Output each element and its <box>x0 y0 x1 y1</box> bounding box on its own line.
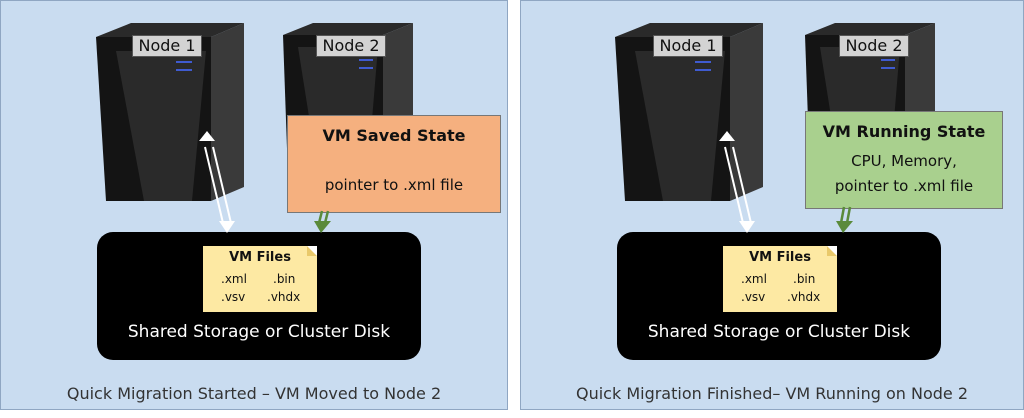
vm-running-state-callout: VM Running State CPU, Memory, pointer to… <box>805 111 1003 209</box>
file-xml: .xml <box>221 272 247 286</box>
vm-files-title: VM Files <box>749 250 811 265</box>
file-vsv: .vsv <box>741 290 766 304</box>
file-bin: .bin <box>793 272 816 286</box>
green-arrow-line-b <box>845 206 852 224</box>
node1-server-icon <box>96 15 246 201</box>
callout-line-2: pointer to .xml file <box>834 177 974 195</box>
vm-files-title: VM Files <box>229 250 291 265</box>
file-vhdx: .vhdx <box>787 290 821 304</box>
caption-right: Quick Migration Finished– VM Running on … <box>575 384 968 403</box>
shared-storage: VM Files .xml .bin .vsv .vhdx Shared Sto… <box>617 232 941 360</box>
file-vhdx: .vhdx <box>267 290 301 304</box>
panel-quick-migration-finished: Node 1 Node 2 VM Files .xml .bin .vsv .v… <box>520 0 1024 410</box>
file-xml: .xml <box>741 272 767 286</box>
vm-saved-state-callout: VM Saved State pointer to .xml file <box>287 115 501 213</box>
node1-server-icon <box>615 15 765 201</box>
green-arrow-line-a <box>839 206 846 224</box>
shared-storage: VM Files .xml .bin .vsv .vhdx Shared Sto… <box>97 232 421 360</box>
panel-quick-migration-started: Node 1 Node 2 VM Files .xml .bin .vsv .v… <box>0 0 508 410</box>
node1-label: Node 1 <box>653 35 723 57</box>
node2-label: Node 2 <box>839 35 909 57</box>
callout-body: pointer to .xml file <box>324 176 464 194</box>
note-fold-icon <box>307 246 317 256</box>
node1-label: Node 1 <box>132 35 202 57</box>
storage-label: Shared Storage or Cluster Disk <box>647 322 911 342</box>
callout-title: VM Running State <box>822 122 986 141</box>
note-fold-icon <box>827 246 837 256</box>
callout-title: VM Saved State <box>322 126 466 145</box>
node2-label: Node 2 <box>316 35 386 57</box>
vm-files-note: VM Files .xml .bin .vsv .vhdx <box>723 246 837 312</box>
file-vsv: .vsv <box>221 290 246 304</box>
callout-line-1: CPU, Memory, <box>851 152 957 170</box>
storage-label: Shared Storage or Cluster Disk <box>127 322 391 342</box>
file-bin: .bin <box>273 272 296 286</box>
vm-files-note: VM Files .xml .bin .vsv .vhdx <box>203 246 317 312</box>
caption-left: Quick Migration Started – VM Moved to No… <box>66 384 442 403</box>
